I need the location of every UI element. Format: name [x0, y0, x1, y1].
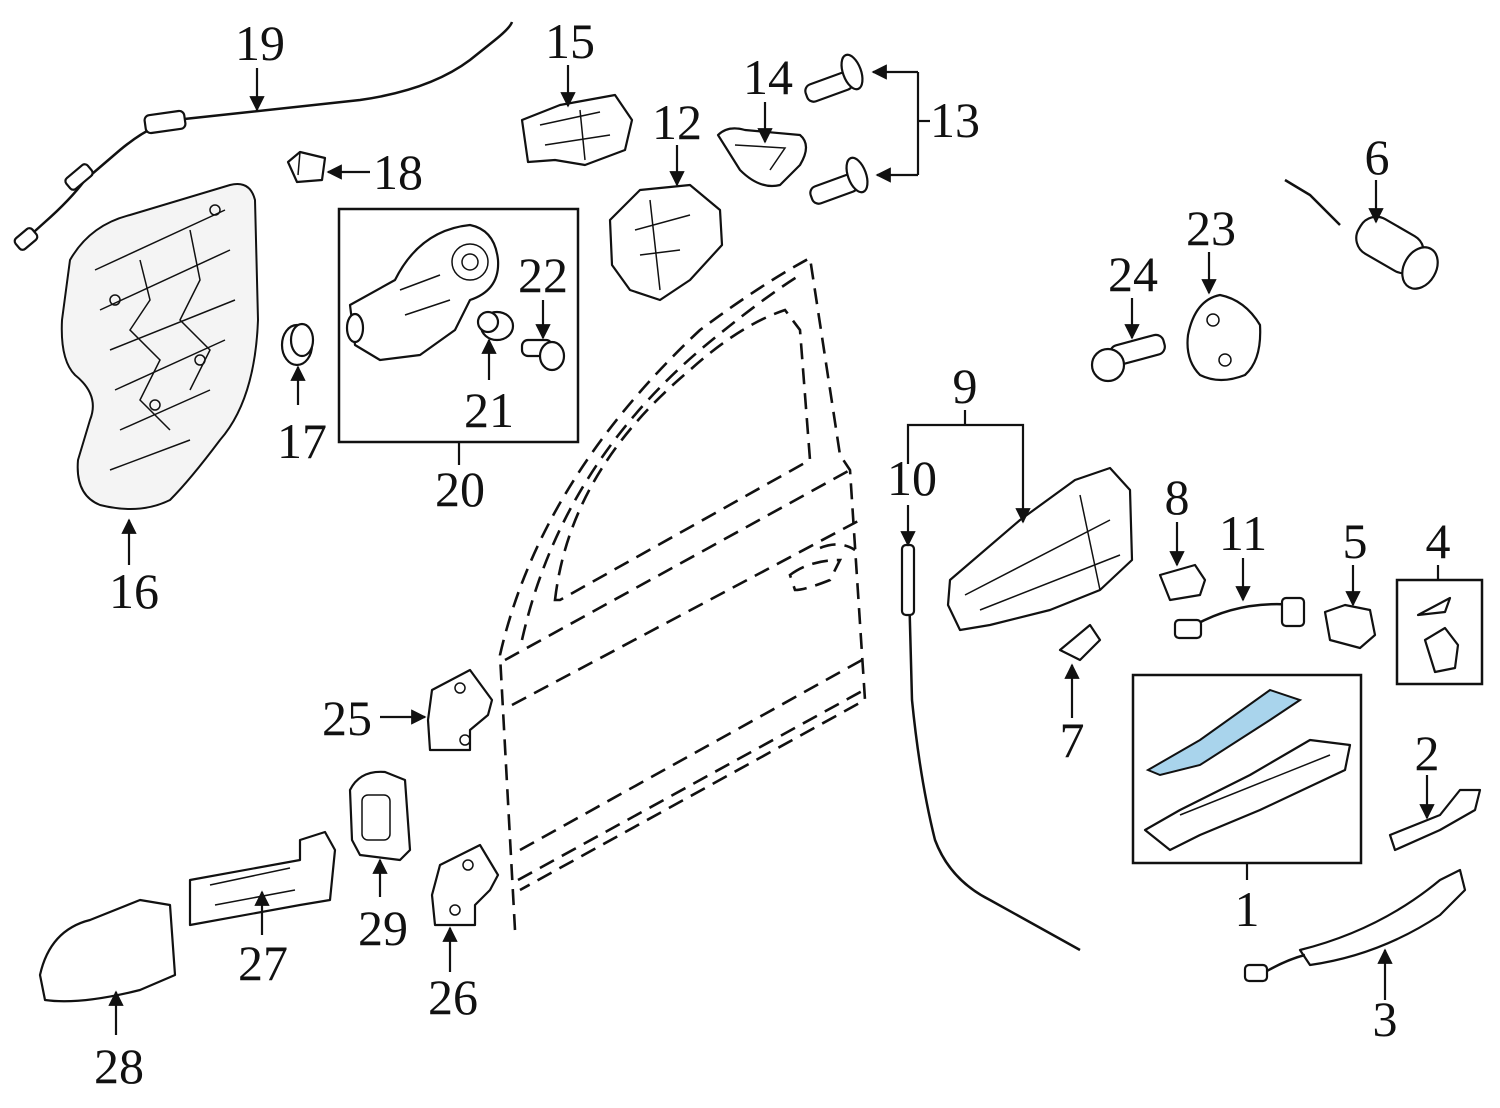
- callout-22: 22: [518, 247, 568, 303]
- callout-7: 7: [1060, 712, 1085, 768]
- part-13-bolts: [804, 53, 869, 205]
- callout-5: 5: [1343, 513, 1368, 569]
- callout-4: 4: [1426, 513, 1451, 569]
- part-26-lower-hinge: [430, 843, 500, 927]
- part-17-grommet: [280, 322, 315, 367]
- callout-1: 1: [1235, 881, 1260, 937]
- callout-13: 13: [930, 92, 980, 148]
- callout-labels: 1 2 3 4 5 6 7 8 9 10 11 12 13 14 15 16 1…: [94, 13, 1451, 1094]
- part-15-latch-bracket: [520, 93, 634, 167]
- callout-27: 27: [238, 935, 288, 991]
- callout-3: 3: [1373, 991, 1398, 1047]
- part-24-striker-bolt: [1090, 333, 1166, 383]
- part-3-handle-harness: [1243, 868, 1467, 983]
- callout-14: 14: [743, 49, 793, 105]
- callout-25: 25: [322, 690, 372, 746]
- part-7-gasket: [1058, 623, 1102, 662]
- callout-18: 18: [373, 144, 423, 200]
- callout-15: 15: [545, 13, 595, 69]
- callout-2: 2: [1415, 725, 1440, 781]
- callout-19: 19: [235, 15, 285, 71]
- part-8-cover: [1158, 563, 1207, 602]
- door-outline: [498, 255, 867, 931]
- callout-12: 12: [652, 94, 702, 150]
- callout-28: 28: [94, 1038, 144, 1094]
- part-23-striker: [1186, 293, 1262, 382]
- callout-26: 26: [428, 969, 478, 1025]
- callout-10: 10: [887, 450, 937, 506]
- leader-lines: [108, 64, 1440, 1035]
- part-2-handle-cover: [1388, 788, 1482, 852]
- callout-24: 24: [1108, 246, 1158, 302]
- part-29-check-housing: [348, 770, 412, 862]
- part-19-release-cable: [13, 21, 514, 251]
- callout-8: 8: [1165, 469, 1190, 525]
- callout-17: 17: [277, 413, 327, 469]
- part-27-door-check: [188, 830, 337, 927]
- callout-11: 11: [1219, 505, 1267, 561]
- part-22-screw: [520, 338, 566, 372]
- part-18-clip: [286, 150, 327, 184]
- part-5-sensor: [1323, 603, 1377, 650]
- callout-20: 20: [435, 461, 485, 517]
- part-11-wiring-harness: [1173, 596, 1306, 640]
- part-9-handle-bracket: [946, 466, 1134, 632]
- callout-29: 29: [358, 900, 408, 956]
- part-6-lock-cylinder: [1284, 178, 1439, 290]
- part-1-outside-handle: [1131, 673, 1363, 865]
- part-21-bushing: [476, 310, 515, 342]
- part-12-door-latch: [608, 183, 724, 302]
- part-16-door-module-panel: [60, 183, 259, 510]
- part-25-upper-hinge: [426, 668, 494, 752]
- callout-6: 6: [1365, 129, 1390, 185]
- callout-16: 16: [109, 563, 159, 619]
- part-4-trim-kit: [1395, 578, 1484, 686]
- callout-21: 21: [464, 382, 514, 438]
- part-14-bumper-pad: [716, 127, 808, 188]
- part-28-cover: [38, 898, 177, 1003]
- callout-23: 23: [1186, 200, 1236, 256]
- callout-9: 9: [953, 358, 978, 414]
